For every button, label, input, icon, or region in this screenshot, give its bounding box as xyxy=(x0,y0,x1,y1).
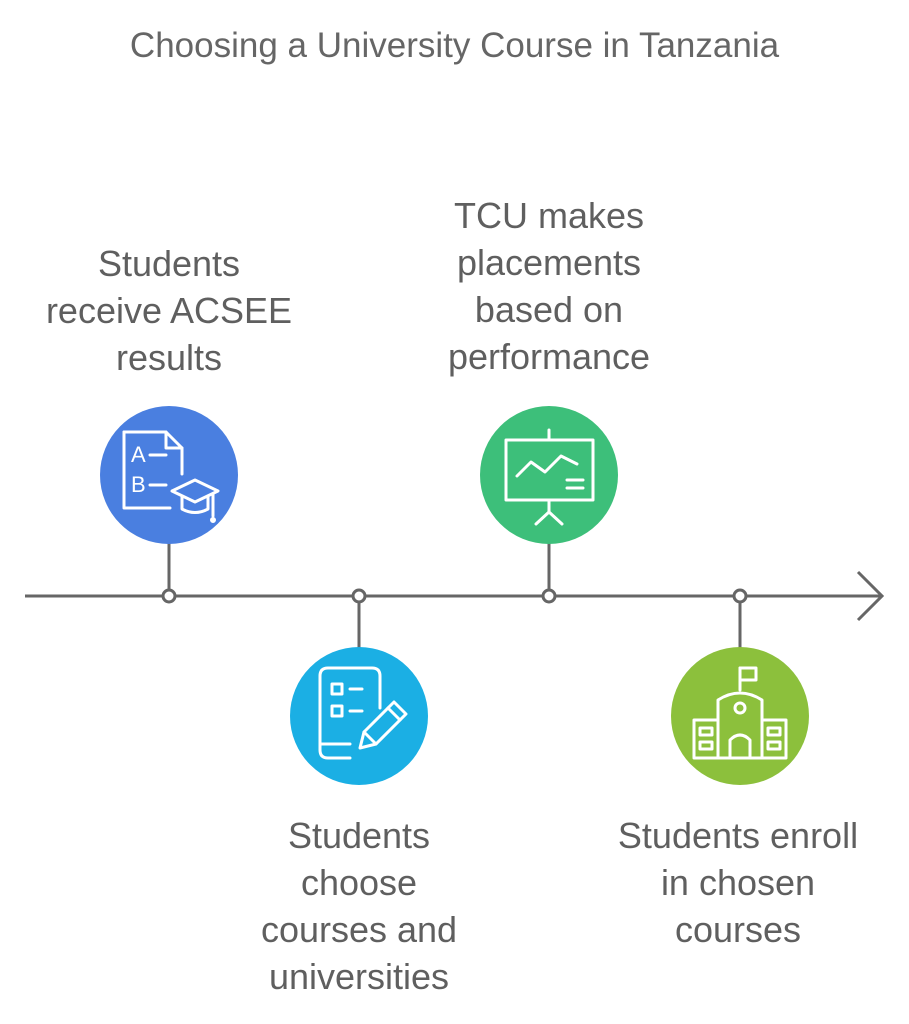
step-4-badge xyxy=(671,647,809,785)
application-form-icon xyxy=(318,666,408,760)
exam-results-icon: A B xyxy=(122,430,220,523)
step-4-label: Students enroll in chosen courses xyxy=(617,815,859,950)
diagram-title: Choosing a University Course in Tanzania xyxy=(129,26,780,65)
svg-text:B: B xyxy=(131,472,146,497)
university-building-icon xyxy=(692,666,788,760)
axis-node-3 xyxy=(541,588,557,604)
step-2-label: Students choose courses and universities xyxy=(260,815,458,997)
timeline-arrow-head xyxy=(856,570,885,622)
svg-text:A: A xyxy=(131,442,146,467)
step-2-badge xyxy=(290,647,428,785)
step-1-badge: A B xyxy=(100,406,238,544)
axis-node-2 xyxy=(351,588,367,604)
step-3-badge xyxy=(480,406,618,544)
step-3-label: TCU makes placements based on performanc… xyxy=(447,195,651,377)
step-1-label: Students receive ACSEE results xyxy=(45,243,293,378)
presentation-chart-icon xyxy=(504,428,595,526)
axis-node-4 xyxy=(732,588,748,604)
axis-node-1 xyxy=(161,588,177,604)
